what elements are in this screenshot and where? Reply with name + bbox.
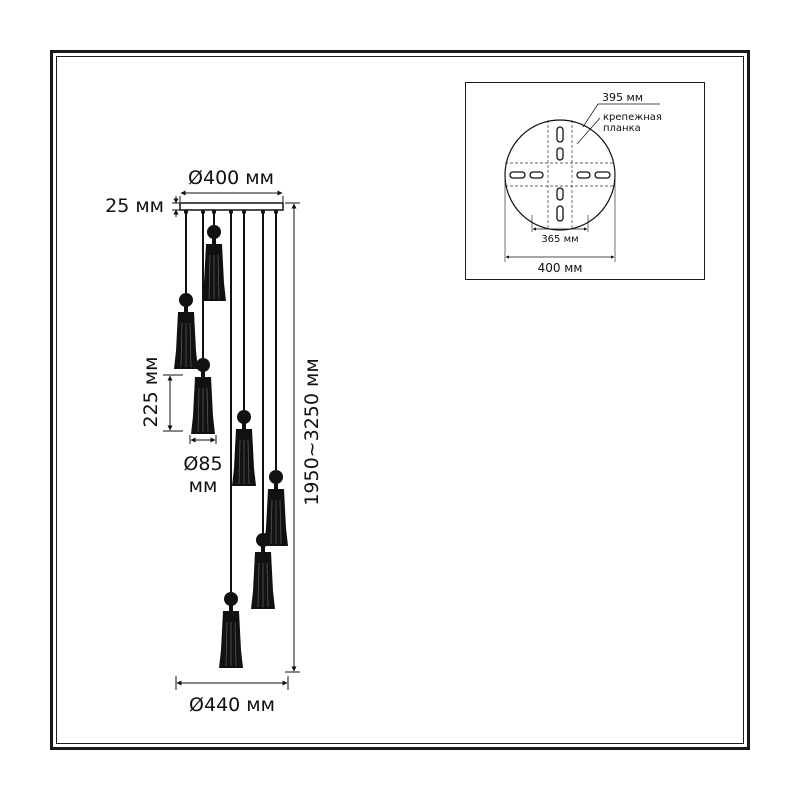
mounting-plate-detail: 395 мм крепежная планка 365 мм 400 мм [504,91,662,275]
total-height-label: 1950~3250 мм [301,358,323,505]
shade-height-label: 225 мм [140,357,162,428]
shade-diameter-unit: мм [189,475,218,497]
canopy-thickness-label: 25 мм [105,195,164,217]
overall-diameter-label: Ø440 мм [189,694,275,716]
dimension-shade-height: 225 мм [140,357,183,432]
dimension-canopy-diameter: Ø400 мм [179,167,284,202]
suspension-cords [185,210,277,592]
shade-5 [263,469,289,547]
dimension-canopy-thickness: 25 мм [105,195,180,217]
shade-4 [231,409,257,487]
bracket-slots [509,126,611,222]
dimension-total-height: 1950~3250 мм [285,202,323,673]
shade-2 [173,292,199,370]
drawing-frame-inner [56,56,744,744]
pendant-assembly [173,202,289,669]
shade-1 [201,224,227,302]
bracket-label-line1: крепежная [603,112,662,123]
shade-diameter-value: Ø85 [183,453,222,475]
canopy-plate [179,202,284,211]
plate-diameter-label: 395 мм [602,91,643,104]
dimension-shade-diameter: Ø85 мм [183,435,223,497]
dimension-overall-diameter: Ø440 мм [175,676,289,716]
inset-canopy-diameter-label: 400 мм [538,261,583,275]
hole-spacing-label: 365 мм [541,234,578,245]
shade-7 [218,591,244,669]
shade-3 [190,357,216,435]
drawing-frame-outer [50,50,750,750]
canopy-diameter-label: Ø400 мм [188,167,274,189]
bracket-label-line2: планка [603,123,641,134]
